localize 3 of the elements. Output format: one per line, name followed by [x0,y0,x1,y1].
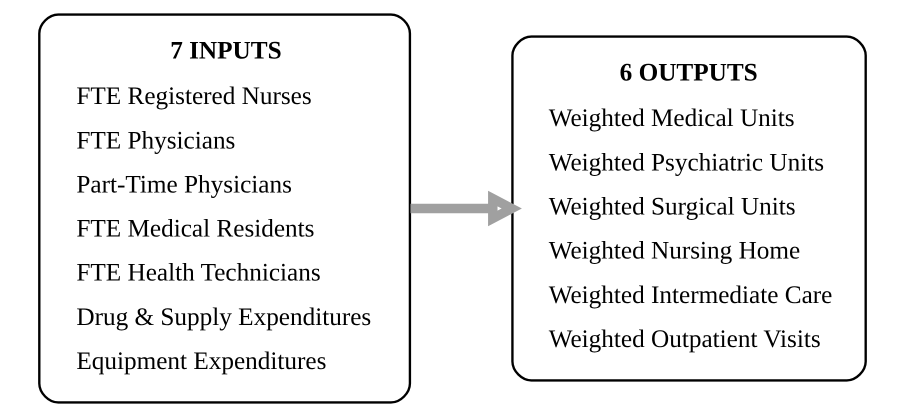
arrow [410,190,522,226]
node-box: 6 OUTPUTS Weighted Medical Units Weighted Psychiatric Units Weighted Surgical Units Weighted Nursing Home Weighted Intermediate Care Weighted Outpatient Visits [510,35,866,382]
node-box: 7 INPUTS FTE Registered Nurses FTE Physicians Part-Time Physicians FTE Medical Residents FTE Health Technicians Drug & Supply Expenditures Equipment Expenditures [38,13,411,404]
